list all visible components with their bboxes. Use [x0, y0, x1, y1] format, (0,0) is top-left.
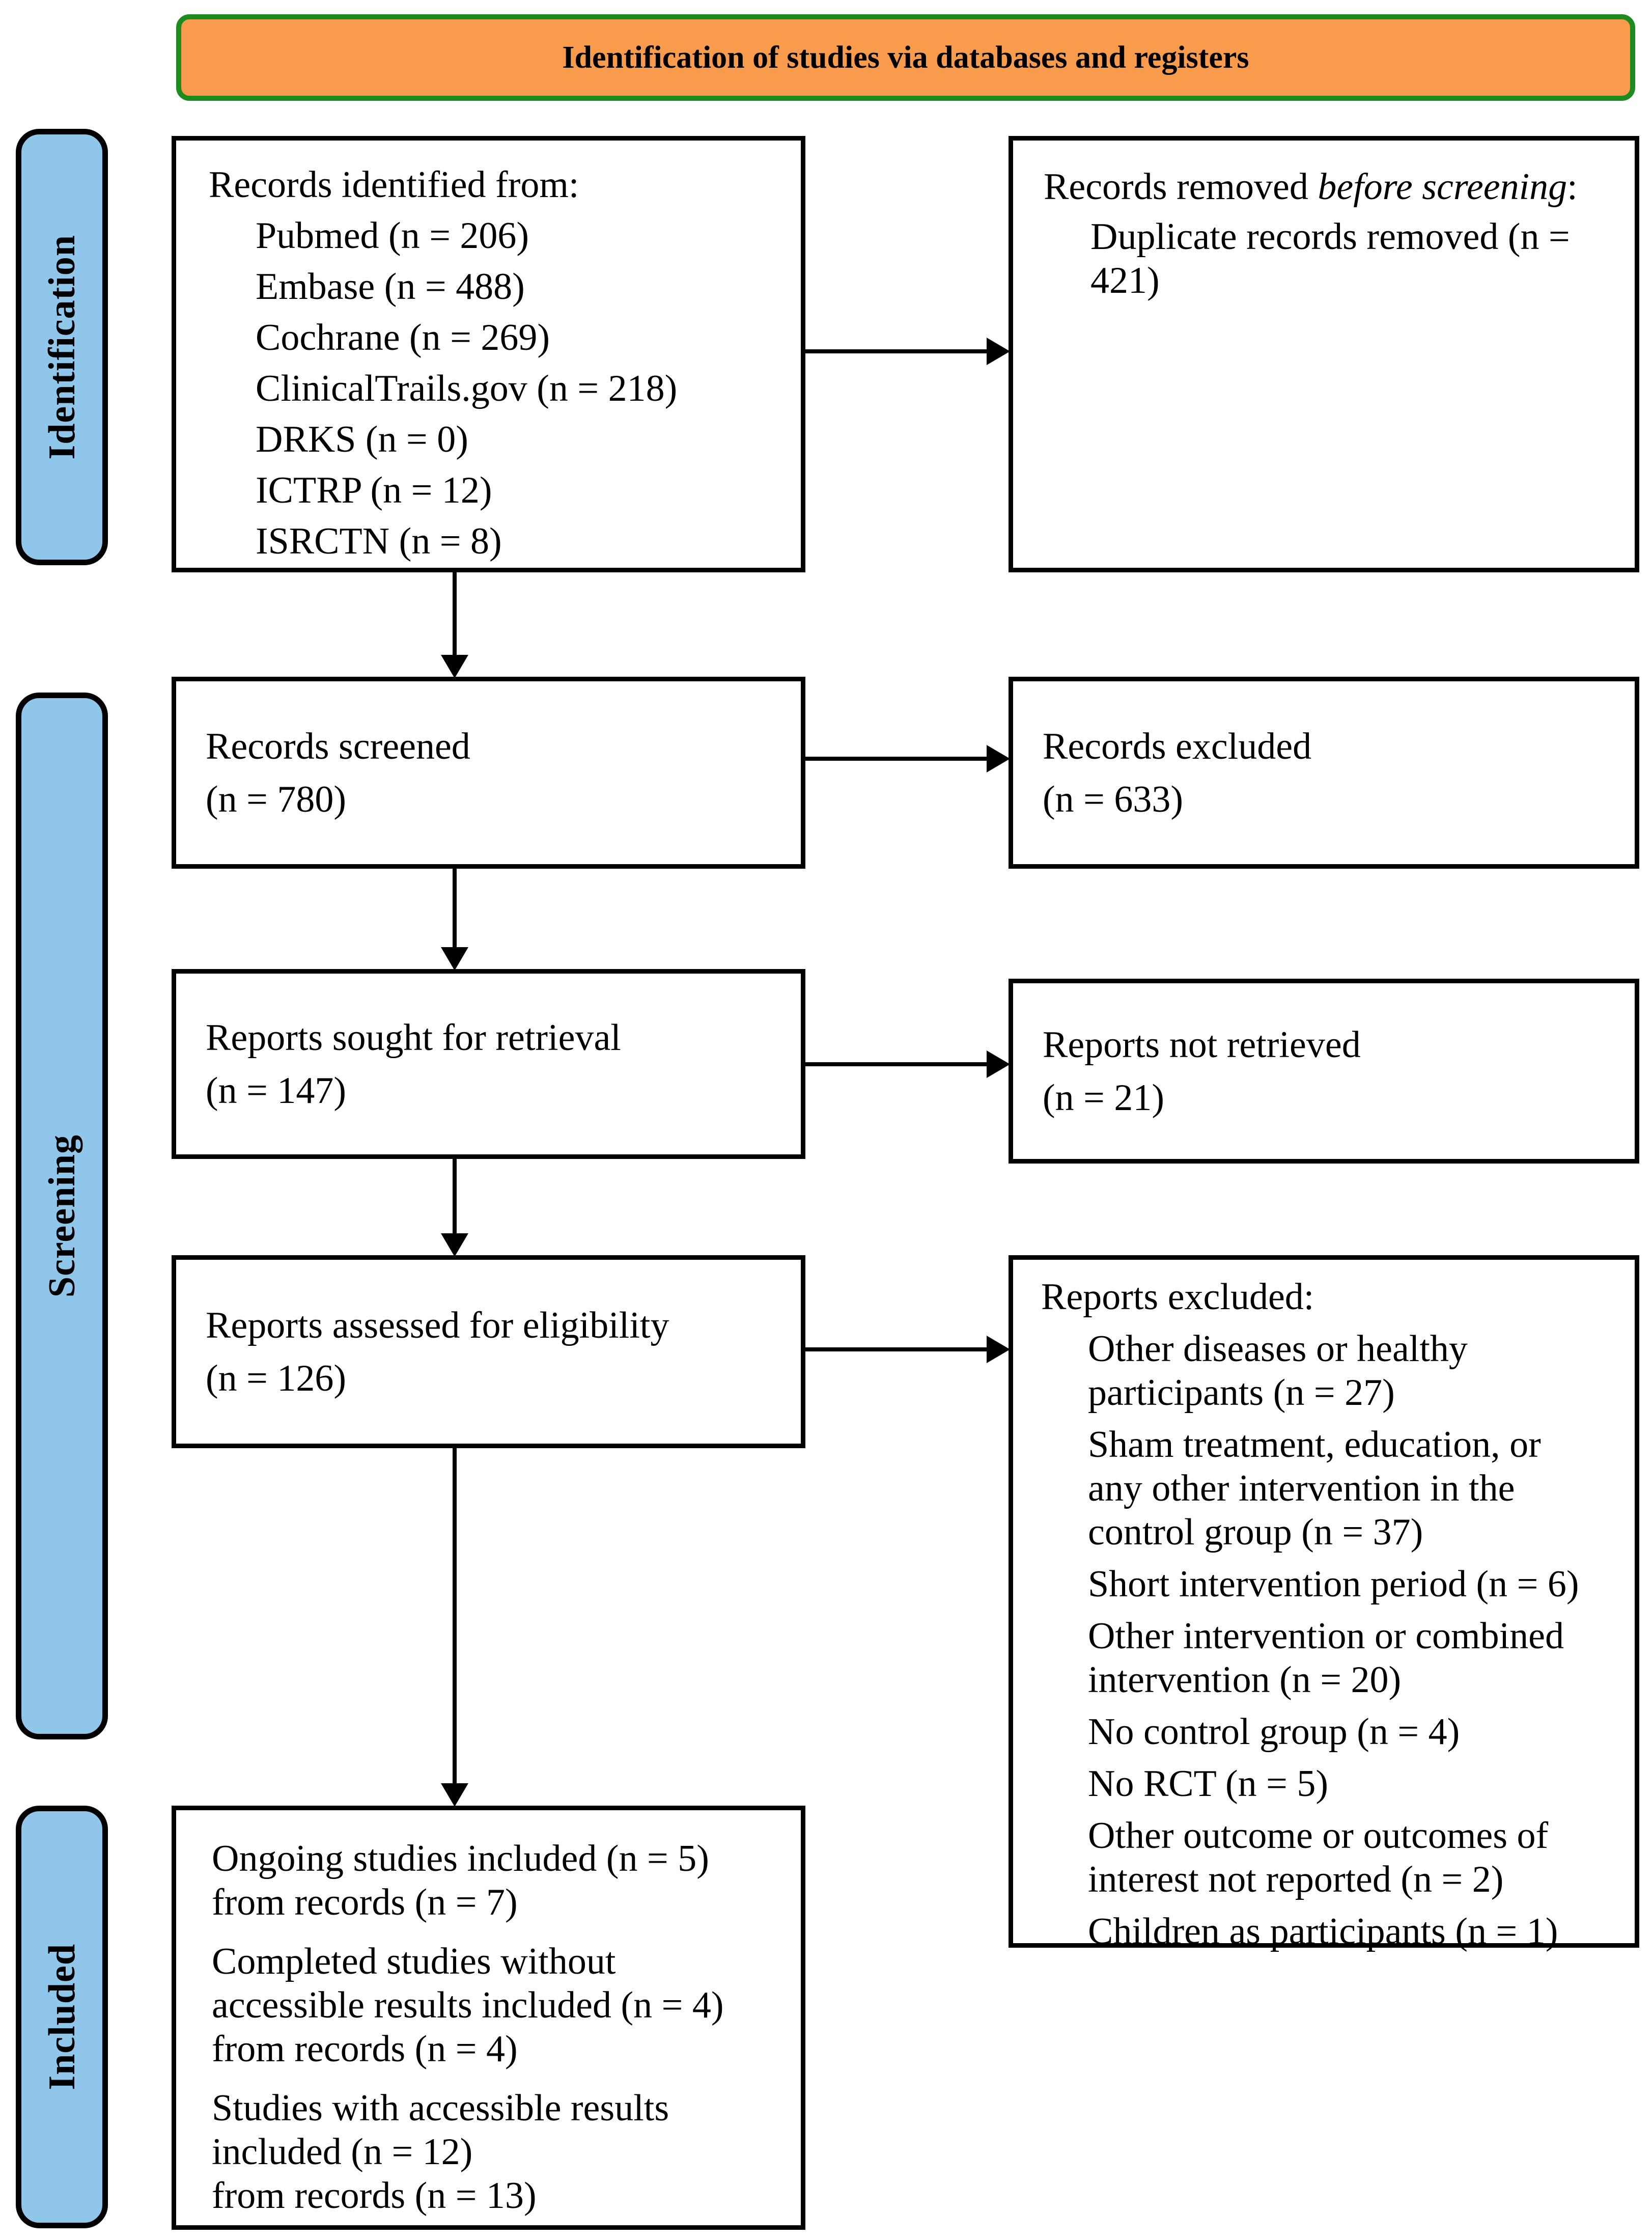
arrow-sought-to-assessed [453, 1159, 457, 1235]
records-excluded-count: (n = 633) [1043, 778, 1184, 820]
arrowhead-sought-to-assessed-icon [441, 1233, 468, 1257]
arrowhead-screened-to-excluded-icon [987, 745, 1010, 772]
stage-label-screening: Screening [41, 1134, 83, 1298]
reports-excluded-title: Reports excluded: [1041, 1276, 1314, 1318]
excluded-reason-no-control-group: No control group (n = 4) [1088, 1711, 1460, 1753]
arrowhead-sought-to-not-retrieved-icon [987, 1050, 1010, 1078]
banner-identification-via-databases: Identification of studies via databases … [176, 14, 1635, 101]
banner-title: Identification of studies via databases … [562, 40, 1249, 75]
stage-bar-screening: Screening [16, 693, 108, 1739]
records-identified-title: Records identified from: [209, 164, 579, 206]
reports-not-retrieved-count: (n = 21) [1043, 1076, 1165, 1119]
included-ongoing-line2: from records (n = 7) [212, 1882, 518, 1923]
list-item-ictrp: ICTRP (n = 12) [256, 469, 492, 511]
records-removed-title-suffix: : [1567, 166, 1578, 208]
stage-bar-included: Included [16, 1806, 108, 2228]
arrow-sought-to-not-retrieved [805, 1062, 988, 1066]
arrow-assessed-to-excluded-reports [805, 1347, 988, 1351]
stage-label-included: Included [41, 1944, 83, 2090]
arrow-screened-to-excluded [805, 757, 988, 761]
records-excluded-label: Records excluded [1043, 725, 1312, 767]
arrowhead-identified-to-screened-icon [441, 655, 468, 678]
excluded-reason-other-outcome: Other outcome or outcomes of interest no… [1088, 1815, 1549, 1900]
included-entry-completed: Completed studies without accessible res… [212, 1940, 750, 2071]
box-reports-sought: Reports sought for retrieval (n = 147) [172, 969, 805, 1159]
box-records-identified: Records identified from: Pubmed (n = 206… [172, 136, 805, 572]
list-item-drks: DRKS (n = 0) [256, 419, 468, 460]
box-reports-not-retrieved: Reports not retrieved (n = 21) [1009, 979, 1639, 1164]
list-item-isrctn: ISRCTN (n = 8) [256, 520, 502, 562]
reports-sought-count: (n = 147) [206, 1069, 347, 1112]
arrowhead-assessed-to-included-icon [441, 1783, 468, 1807]
reports-assessed-label: Reports assessed for eligibility [206, 1304, 669, 1346]
stage-label-identification: Identification [41, 234, 83, 460]
arrowhead-screened-to-sought-icon [441, 947, 468, 971]
included-entry-accessible: Studies with accessible results included… [212, 2086, 750, 2218]
records-removed-title-prefix: Records removed [1044, 166, 1318, 208]
included-completed-line1: Completed studies without accessible res… [212, 1941, 724, 2026]
box-records-excluded: Records excluded (n = 633) [1009, 677, 1639, 869]
arrow-assessed-to-included [453, 1448, 457, 1785]
reports-assessed-count: (n = 126) [206, 1357, 347, 1399]
arrowhead-identified-to-removed-icon [987, 338, 1010, 365]
excluded-reason-children: Children as participants (n = 1) [1088, 1911, 1558, 1952]
included-ongoing-line1: Ongoing studies included (n = 5) [212, 1838, 709, 1879]
reports-not-retrieved-label: Reports not retrieved [1043, 1024, 1361, 1066]
box-records-screened: Records screened (n = 780) [172, 677, 805, 869]
excluded-reason-other-diseases: Other diseases or healthy participants (… [1088, 1328, 1468, 1414]
excluded-reason-sham-treatment: Sham treatment, education, or any other … [1088, 1424, 1541, 1553]
list-item-pubmed: Pubmed (n = 206) [256, 215, 529, 257]
list-item-duplicates-removed: Duplicate records removed (n = 421) [1090, 216, 1570, 301]
reports-sought-label: Reports sought for retrieval [206, 1016, 621, 1059]
box-reports-excluded: Reports excluded: Other diseases or heal… [1009, 1255, 1639, 1952]
included-accessible-line2: from records (n = 13) [212, 2175, 537, 2217]
included-entry-ongoing: Ongoing studies included (n = 5) from re… [212, 1837, 750, 1924]
arrowhead-assessed-to-excluded-reports-icon [987, 1336, 1010, 1363]
records-screened-label: Records screened [206, 725, 470, 767]
stage-bar-identification: Identification [16, 129, 108, 565]
box-reports-assessed: Reports assessed for eligibility (n = 12… [172, 1255, 805, 1448]
excluded-reason-no-rct: No RCT (n = 5) [1088, 1763, 1329, 1805]
list-item-cochrane: Cochrane (n = 269) [256, 317, 550, 358]
box-records-removed-before-screening: Records removed before screening: Duplic… [1009, 136, 1639, 572]
list-item-embase: Embase (n = 488) [256, 266, 525, 308]
records-screened-count: (n = 780) [206, 778, 347, 820]
arrow-screened-to-sought [453, 869, 457, 949]
arrow-identified-to-screened [453, 572, 457, 657]
included-accessible-line1: Studies with accessible results included… [212, 2087, 669, 2173]
list-item-clinicaltrails: ClinicalTrails.gov (n = 218) [256, 368, 678, 409]
arrow-identified-to-removed [805, 349, 988, 353]
included-completed-line2: from records (n = 4) [212, 2028, 518, 2070]
records-removed-title: Records removed before screening: [1044, 165, 1579, 209]
excluded-reason-short-period: Short intervention period (n = 6) [1088, 1563, 1579, 1605]
excluded-reason-other-intervention: Other intervention or combined intervent… [1088, 1615, 1564, 1701]
box-included-studies: Ongoing studies included (n = 5) from re… [172, 1806, 805, 2230]
records-removed-title-italic: before screening [1318, 166, 1567, 208]
